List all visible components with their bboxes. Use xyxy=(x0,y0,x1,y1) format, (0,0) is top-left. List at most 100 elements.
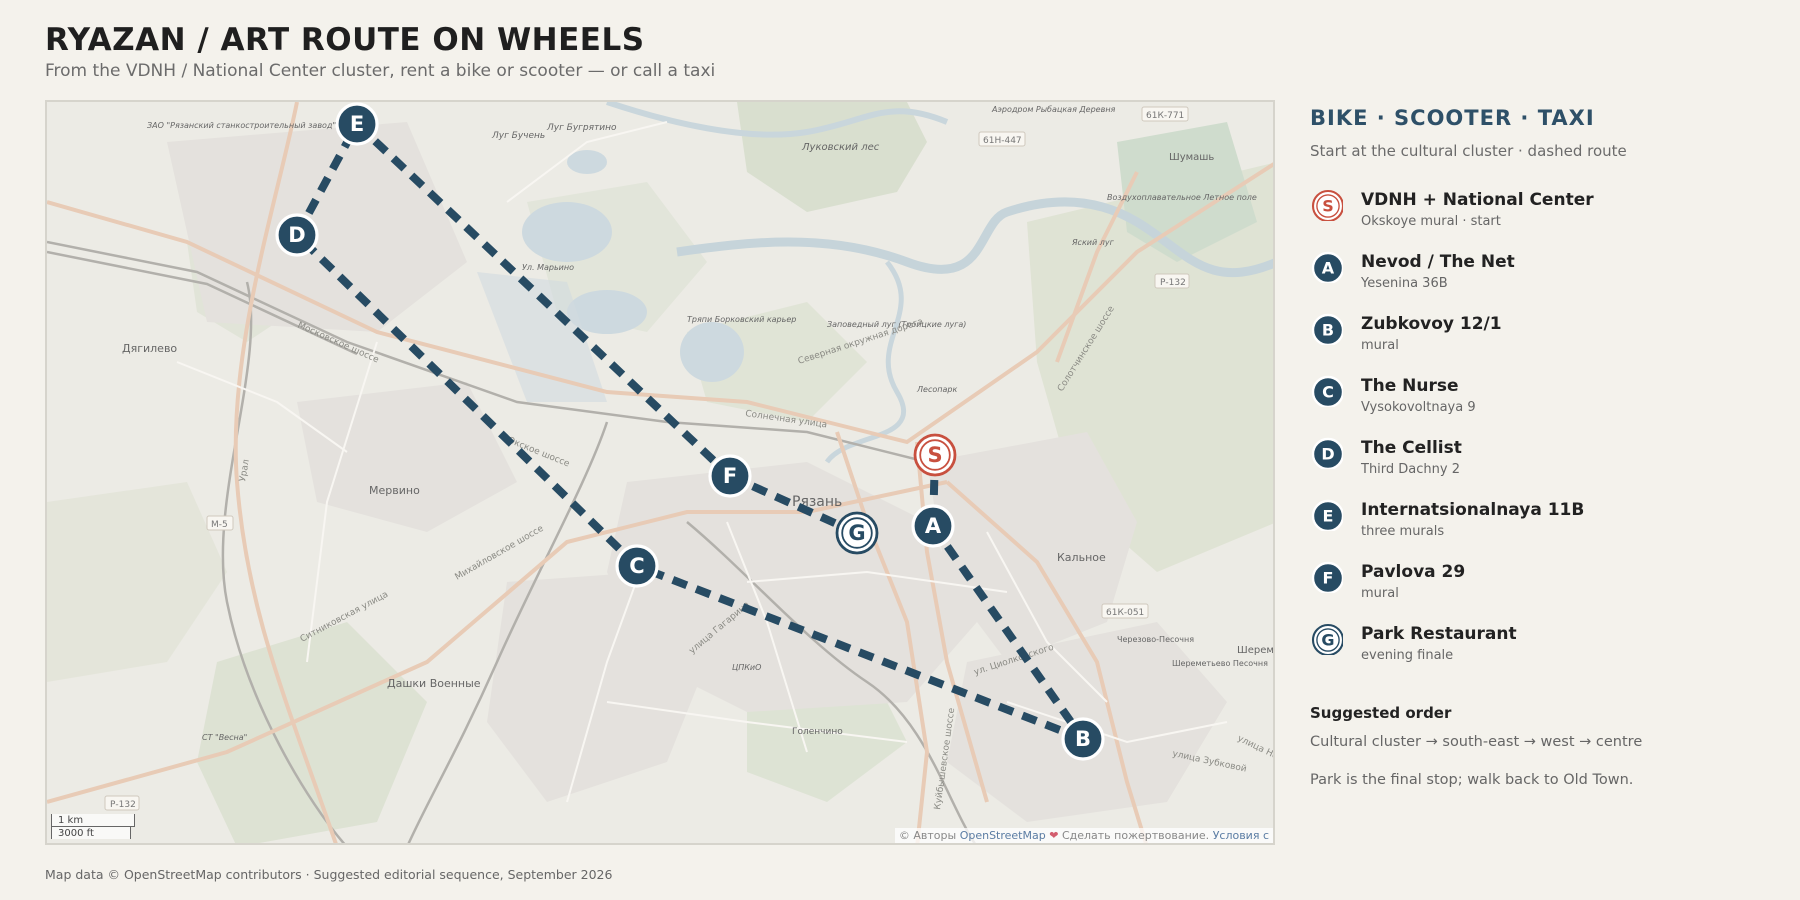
legend-marker-e[interactable]: E xyxy=(1311,499,1343,531)
osm-link[interactable]: OpenStreetMap xyxy=(959,829,1046,842)
legend-item-note: Vysokovoltnaya 9 xyxy=(1361,400,1476,415)
legend-badge-b: B xyxy=(1311,313,1343,345)
map-stop-f[interactable]: F xyxy=(708,454,752,498)
map-stop-a[interactable]: A xyxy=(911,504,955,548)
map-stop-a-letter: A xyxy=(925,514,942,538)
map-stop-c[interactable]: C xyxy=(615,544,659,588)
legend-marker-d-letter: D xyxy=(1321,444,1334,463)
legend-item-note: evening finale xyxy=(1361,648,1454,663)
suggested-order-title: Suggested order xyxy=(1310,704,1452,722)
map-place-labels: Рязань Дягилево Мервино Кальное Дашки Во… xyxy=(122,105,1275,742)
map-stop-b[interactable]: B xyxy=(1061,717,1105,761)
map-stop-b-letter: B xyxy=(1075,727,1091,751)
map-road-shields: М-5 Р-132 Р-132 61Н-447 61К-771 61К-051 xyxy=(104,106,1190,811)
place-lesopark: Лесопарк xyxy=(916,385,957,394)
legend-item-g[interactable]: G Park Restaurant evening finale xyxy=(1310,622,1770,684)
stops-layer: S A B C D E F G xyxy=(275,102,1105,761)
place-buchen: Луг Бучень xyxy=(491,131,545,141)
map-water xyxy=(477,102,1273,464)
svg-text:61К-771: 61К-771 xyxy=(1146,111,1184,121)
scale-bar: 1 km 3000 ft xyxy=(51,814,135,839)
suggested-order-text: Cultural cluster → south-east → west → c… xyxy=(1310,734,1643,750)
map-roads-minor xyxy=(176,121,1228,803)
terms-link[interactable]: Условия с xyxy=(1212,829,1269,842)
legend-marker-c[interactable]: C xyxy=(1311,375,1343,407)
shield-61k051: 61К-051 xyxy=(1101,603,1149,619)
scale-ft: 3000 ft xyxy=(51,826,131,839)
legend-badge-s: S xyxy=(1311,189,1343,221)
map-stop-g-letter: G xyxy=(848,521,865,545)
legend-item-e[interactable]: E Internatsionalnaya 11B three murals xyxy=(1310,498,1770,560)
map-stop-c-letter: C xyxy=(629,554,644,578)
map-stop-g[interactable]: G xyxy=(835,511,879,555)
place-tspkio: ЦПКиО xyxy=(732,663,761,672)
place-sheremetevo-pes: Шереметьево Песочня xyxy=(1172,659,1268,668)
legend-item-name: Park Restaurant xyxy=(1361,624,1517,644)
map-stop-s[interactable]: S xyxy=(913,433,957,477)
place-kalnoe: Кальное xyxy=(1057,551,1106,564)
route-segment-b-c xyxy=(635,562,1085,743)
map-canvas[interactable]: Рязань Дягилево Мервино Кальное Дашки Во… xyxy=(47,102,1275,845)
page-subtitle: From the VDNH / National Center cluster,… xyxy=(45,61,716,81)
legend-marker-s-letter: S xyxy=(1322,196,1334,215)
map-stop-d-letter: D xyxy=(288,223,305,247)
legend-badge-d: D xyxy=(1311,437,1343,469)
final-stop-note: Park is the final stop; walk back to Old… xyxy=(1310,772,1634,788)
legend-marker-g[interactable]: G xyxy=(1311,623,1343,655)
map-stop-d[interactable]: D xyxy=(275,213,319,257)
place-dashki: Дашки Военные xyxy=(387,677,481,690)
legend-marker-f-letter: F xyxy=(1323,568,1334,587)
legend-item-note: Yesenina 36B xyxy=(1361,276,1448,291)
place-dyagilevo: Дягилево xyxy=(122,342,177,355)
legend-marker-s[interactable]: S xyxy=(1311,189,1343,221)
legend-marker-b-letter: B xyxy=(1322,320,1334,339)
place-mervino: Мервино xyxy=(369,484,420,497)
page-title: RYAZAN / ART ROUTE ON WHEELS xyxy=(45,22,645,58)
legend-badge-c: C xyxy=(1311,375,1343,407)
legend-marker-d[interactable]: D xyxy=(1311,437,1343,469)
map-stop-e[interactable]: E xyxy=(335,102,379,146)
legend-item-note: mural xyxy=(1361,586,1399,601)
legend-item-note: three murals xyxy=(1361,524,1445,539)
legend-item-name: The Nurse xyxy=(1361,376,1459,396)
place-zao: ЗАО "Рязанский станкостроительный завод" xyxy=(147,121,336,130)
place-yasky: Яский луг xyxy=(1071,238,1115,247)
legend-item-name: Internatsionalnaya 11B xyxy=(1361,500,1585,520)
shield-61k771: 61К-771 xyxy=(1141,106,1189,122)
legend-marker-g-letter: G xyxy=(1321,630,1334,649)
map-footer-credit: Map data © OpenStreetMap contributors · … xyxy=(45,867,613,882)
map-stop-e-letter: E xyxy=(350,112,364,136)
place-st-vesna: СТ "Весна" xyxy=(202,733,247,742)
legend-item-f[interactable]: F Pavlova 29 mural xyxy=(1310,560,1770,622)
legend-badge-g: G xyxy=(1311,623,1343,655)
legend-marker-b[interactable]: B xyxy=(1311,313,1343,345)
legend-marker-a-letter: A xyxy=(1322,258,1335,277)
place-sheremetevo: Шереме xyxy=(1237,645,1275,656)
map-attribution: © Авторы OpenStreetMap ❤ Сделать пожертв… xyxy=(894,828,1273,843)
legend-item-note: Okskoye mural · start xyxy=(1361,214,1501,229)
route-segment-c-d xyxy=(294,232,640,569)
route-segment-a-b xyxy=(929,523,1087,742)
legend-marker-f[interactable]: F xyxy=(1311,561,1343,593)
sidebar-title: BIKE · SCOOTER · TAXI xyxy=(1310,106,1595,130)
place-zapovedny: Заповедный луг (Троицкие луга) xyxy=(827,320,966,329)
legend-item-note: Third Dachny 2 xyxy=(1361,462,1460,477)
svg-text:61Н-447: 61Н-447 xyxy=(983,136,1022,146)
place-marshino: Ул. Марьино xyxy=(522,263,574,272)
shield-61n447: 61Н-447 xyxy=(978,131,1026,147)
legend-marker-a[interactable]: A xyxy=(1311,251,1343,283)
map-panel[interactable]: Рязань Дягилево Мервино Кальное Дашки Во… xyxy=(45,100,1275,845)
donate-link[interactable]: Сделать пожертвование. xyxy=(1061,829,1210,842)
legend-badge-e: E xyxy=(1311,499,1343,531)
legend-item-name: Nevod / The Net xyxy=(1361,252,1515,272)
heart-icon: ❤ xyxy=(1049,829,1059,842)
svg-text:Р-132: Р-132 xyxy=(1160,278,1186,288)
map-railways xyxy=(47,240,976,843)
legend-item-name: Pavlova 29 xyxy=(1361,562,1466,582)
